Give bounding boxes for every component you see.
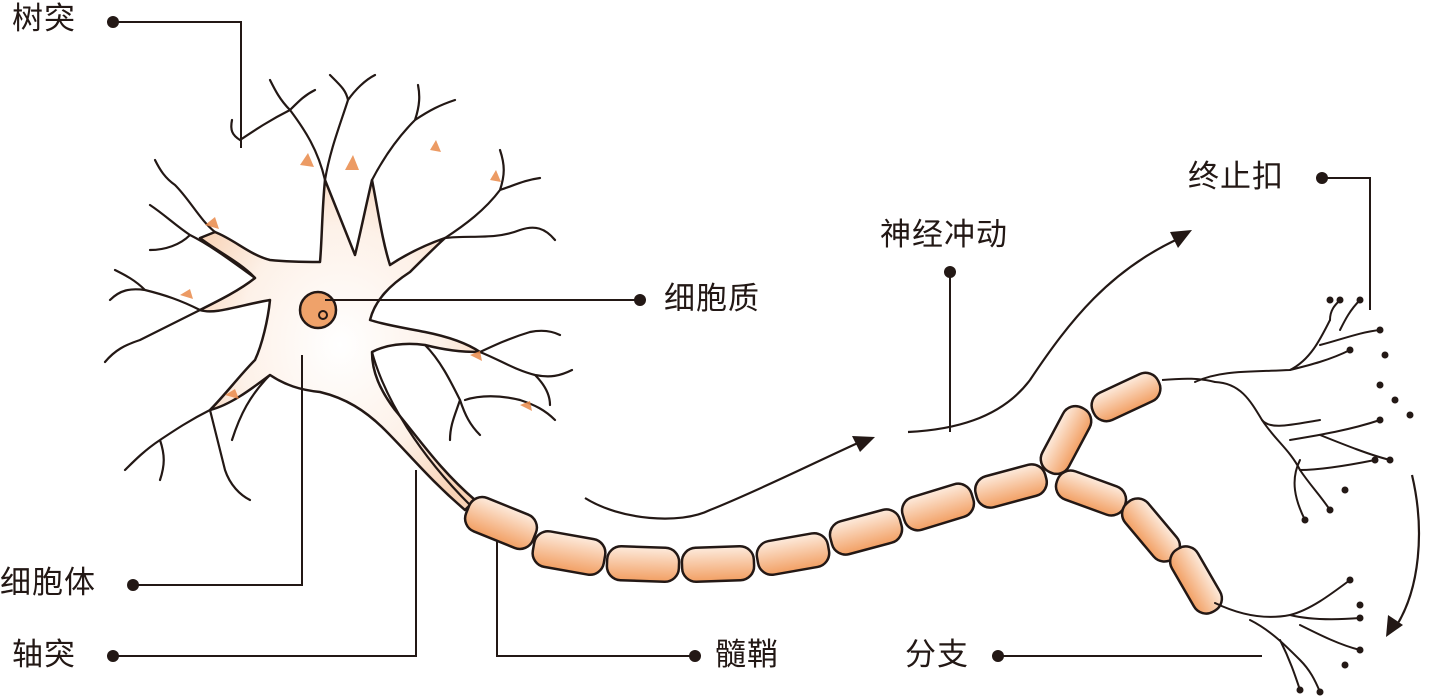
- myelin-segment: [900, 482, 976, 532]
- impulse-arrow-1: [584, 440, 861, 520]
- dendrites: [103, 73, 574, 502]
- arrowheads: [852, 230, 1403, 637]
- label-cell-body: 细胞体: [0, 565, 96, 601]
- label-cytoplasm: 细胞质: [664, 281, 760, 317]
- label-axon: 轴突: [12, 637, 76, 673]
- leader-dot: [944, 266, 956, 278]
- label-myelin-sheath: 髓鞘: [715, 637, 779, 673]
- label-axon-terminal: 终止扣: [1188, 159, 1284, 195]
- leader-lines: [113, 21, 1371, 657]
- leader-dot: [107, 16, 119, 28]
- nucleus: [298, 290, 338, 330]
- neuron-soma: [198, 178, 482, 512]
- myelin-segment: [1054, 469, 1128, 517]
- label-nerve-impulse: 神经冲动: [880, 217, 1008, 253]
- impulse-arrow-3: [1394, 474, 1420, 629]
- axon-terminals: [1194, 299, 1391, 693]
- myelin-segment: [605, 544, 681, 584]
- terminal-buttons: [1296, 296, 1414, 696]
- leader-axon-terminal: [1322, 177, 1371, 310]
- leader-axon: [113, 470, 417, 657]
- leader-cell-body: [133, 355, 303, 586]
- myelin-segment: [755, 531, 831, 577]
- axon-fiber: [1161, 377, 1216, 383]
- leader-dendrite: [113, 21, 242, 148]
- nerve-impulse-arrows: [584, 236, 1420, 629]
- myelin-segment: [1090, 371, 1162, 423]
- myelin-sheath: [463, 371, 1224, 615]
- myelin-segment: [973, 463, 1049, 509]
- leader-myelin: [496, 540, 695, 657]
- myelin-segment: [1168, 545, 1224, 615]
- impulse-arrow-2: [907, 236, 1181, 434]
- leader-dots: [107, 16, 1328, 662]
- leader-dot: [1316, 172, 1328, 184]
- leader-dot: [992, 650, 1004, 662]
- myelin-segment: [828, 508, 904, 556]
- nucleolus: [318, 310, 328, 320]
- myelin-segment: [463, 495, 539, 551]
- arrowhead-icon: [852, 436, 875, 452]
- arrowhead-icon: [1386, 615, 1403, 637]
- myelin-segment: [680, 544, 756, 584]
- leader-dot: [127, 579, 139, 591]
- axon-hillock: [370, 351, 471, 506]
- dendrite-accents: [180, 140, 532, 411]
- myelin-segment: [531, 529, 607, 577]
- label-branch: 分支: [905, 637, 969, 673]
- arrowhead-icon: [1170, 230, 1192, 248]
- leader-dot: [634, 294, 646, 306]
- soma-body: [198, 178, 482, 512]
- leader-dot: [689, 650, 701, 662]
- myelin-segment: [1039, 404, 1093, 476]
- axon: [370, 351, 1216, 506]
- leader-dot: [107, 650, 119, 662]
- label-dendrite: 树突: [12, 1, 76, 37]
